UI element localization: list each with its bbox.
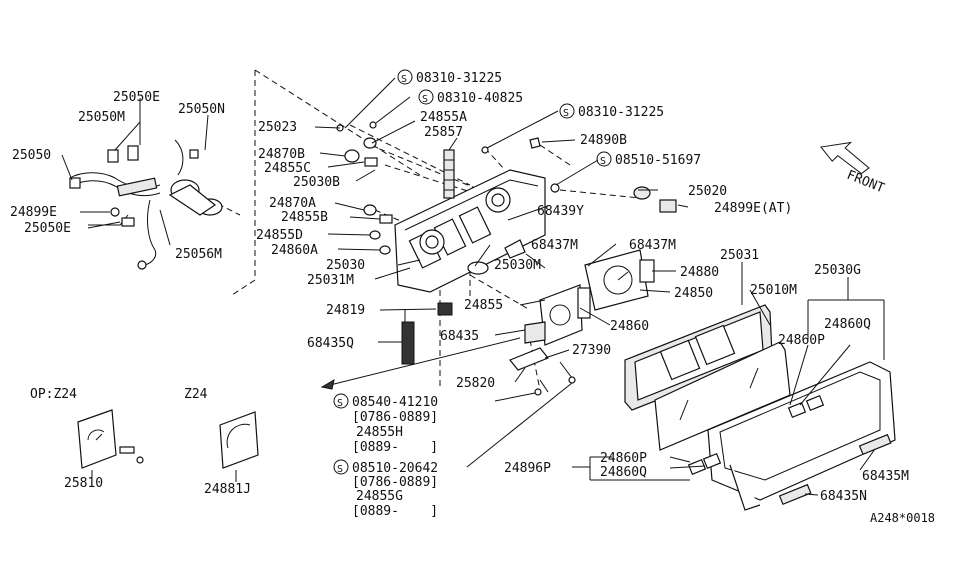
label-0786-0889-a: [0786-0889]: [352, 410, 438, 425]
svg-text:S: S: [422, 94, 428, 105]
label-25810: 25810: [64, 476, 103, 491]
label-08510-20642: 08510-20642: [352, 461, 438, 476]
label-68437M-a: 68437M: [531, 238, 578, 253]
z24-dial-plate: [219, 411, 259, 469]
gauges: [401, 249, 655, 365]
svg-text:S: S: [337, 464, 343, 475]
front-arrow-icon: [820, 141, 870, 175]
svg-text:S: S: [401, 74, 407, 85]
svg-text:S: S: [337, 398, 343, 409]
label-24850: 24850: [674, 286, 713, 301]
label-24860P: 24860P: [778, 333, 825, 348]
label-25056M: 25056M: [175, 247, 222, 262]
label-0786-0889-b: [0786-0889]: [352, 475, 438, 490]
label-24855A: 24855A: [420, 110, 467, 125]
label-25020: 25020: [688, 184, 727, 199]
label-0889-a: [0889- ]: [352, 440, 438, 455]
cluster-finisher: [687, 361, 896, 511]
part-labels: 08310-31225 08310-40825 08310-31225 0851…: [10, 71, 935, 525]
label-24819: 24819: [326, 303, 365, 318]
label-27390: 27390: [572, 343, 611, 358]
label-z24: Z24: [184, 387, 208, 402]
label-68435Q: 68435Q: [307, 336, 354, 351]
label-68439Y: 68439Y: [537, 204, 584, 219]
label-24855C: 24855C: [264, 161, 311, 176]
label-24855D: 24855D: [256, 228, 303, 243]
label-25857: 25857: [424, 125, 463, 140]
screw-symbol-icon: [397, 69, 413, 85]
cluster-lens: [624, 304, 791, 451]
speedometer-cable: [69, 139, 223, 270]
label-24880: 24880: [680, 265, 719, 280]
label-24870B: 24870B: [258, 147, 305, 162]
screw-symbol-icon: [418, 89, 434, 105]
label-24860: 24860: [610, 319, 649, 334]
label-24870A: 24870A: [269, 196, 316, 211]
label-25030G: 25030G: [814, 263, 861, 278]
label-24899E: 24899E: [10, 205, 57, 220]
label-diagram-code: A248*0018: [870, 511, 935, 525]
screw-symbol-icon: [333, 459, 349, 475]
leader-lines: [61, 77, 885, 496]
label-op-z24: OP:Z24: [30, 387, 77, 402]
screw-symbol-icon: [596, 151, 612, 167]
direction-arrow-icon: [320, 337, 521, 390]
label-24855B: 24855B: [281, 210, 328, 225]
svg-text:S: S: [600, 156, 606, 167]
label-24899E-AT: 24899E(AT): [714, 201, 792, 216]
label-25050E-2: 25050E: [24, 221, 71, 236]
label-25050E: 25050E: [113, 90, 160, 105]
label-24855G: 24855G: [356, 489, 403, 504]
label-25030: 25030: [326, 258, 365, 273]
label-24855: 24855: [464, 298, 503, 313]
label-24896P: 24896P: [504, 461, 551, 476]
label-68437M-b: 68437M: [629, 238, 676, 253]
label-24881J: 24881J: [204, 482, 251, 497]
label-24890B: 24890B: [580, 133, 627, 148]
label-25050M: 25050M: [78, 110, 125, 125]
label-08310-31225-a: 08310-31225: [416, 71, 502, 86]
label-25031M: 25031M: [307, 273, 354, 288]
label-25010M: 25010M: [750, 283, 797, 298]
label-24860Q-b: 24860Q: [600, 465, 647, 480]
label-25050: 25050: [12, 148, 51, 163]
label-08510-51697: 08510-51697: [615, 153, 701, 168]
label-front: FRONT: [845, 168, 887, 197]
screw-symbol-icon: [333, 393, 349, 409]
label-24860P-b: 24860P: [600, 451, 647, 466]
label-24860A: 24860A: [271, 243, 318, 258]
label-08310-31225-b: 08310-31225: [578, 105, 664, 120]
label-25820: 25820: [456, 376, 495, 391]
label-68435N: 68435N: [820, 489, 867, 504]
label-24860Q: 24860Q: [824, 317, 871, 332]
label-0889-b: [0889- ]: [352, 504, 438, 519]
screw-symbol-icon: [559, 103, 575, 119]
label-08310-40825: 08310-40825: [437, 91, 523, 106]
label-68435: 68435: [440, 329, 479, 344]
label-68435M: 68435M: [862, 469, 909, 484]
label-25030M: 25030M: [494, 258, 541, 273]
label-25030B: 25030B: [293, 175, 340, 190]
op-z24-gauge: [77, 409, 144, 469]
cluster-housing: [394, 149, 546, 293]
screw-symbols: S S S S S S: [333, 69, 612, 475]
label-08540-41210: 08540-41210: [352, 395, 438, 410]
label-24855H: 24855H: [356, 425, 403, 440]
label-25023: 25023: [258, 120, 297, 135]
label-25050N: 25050N: [178, 102, 225, 117]
svg-text:S: S: [563, 108, 569, 119]
label-25031: 25031: [720, 248, 759, 263]
